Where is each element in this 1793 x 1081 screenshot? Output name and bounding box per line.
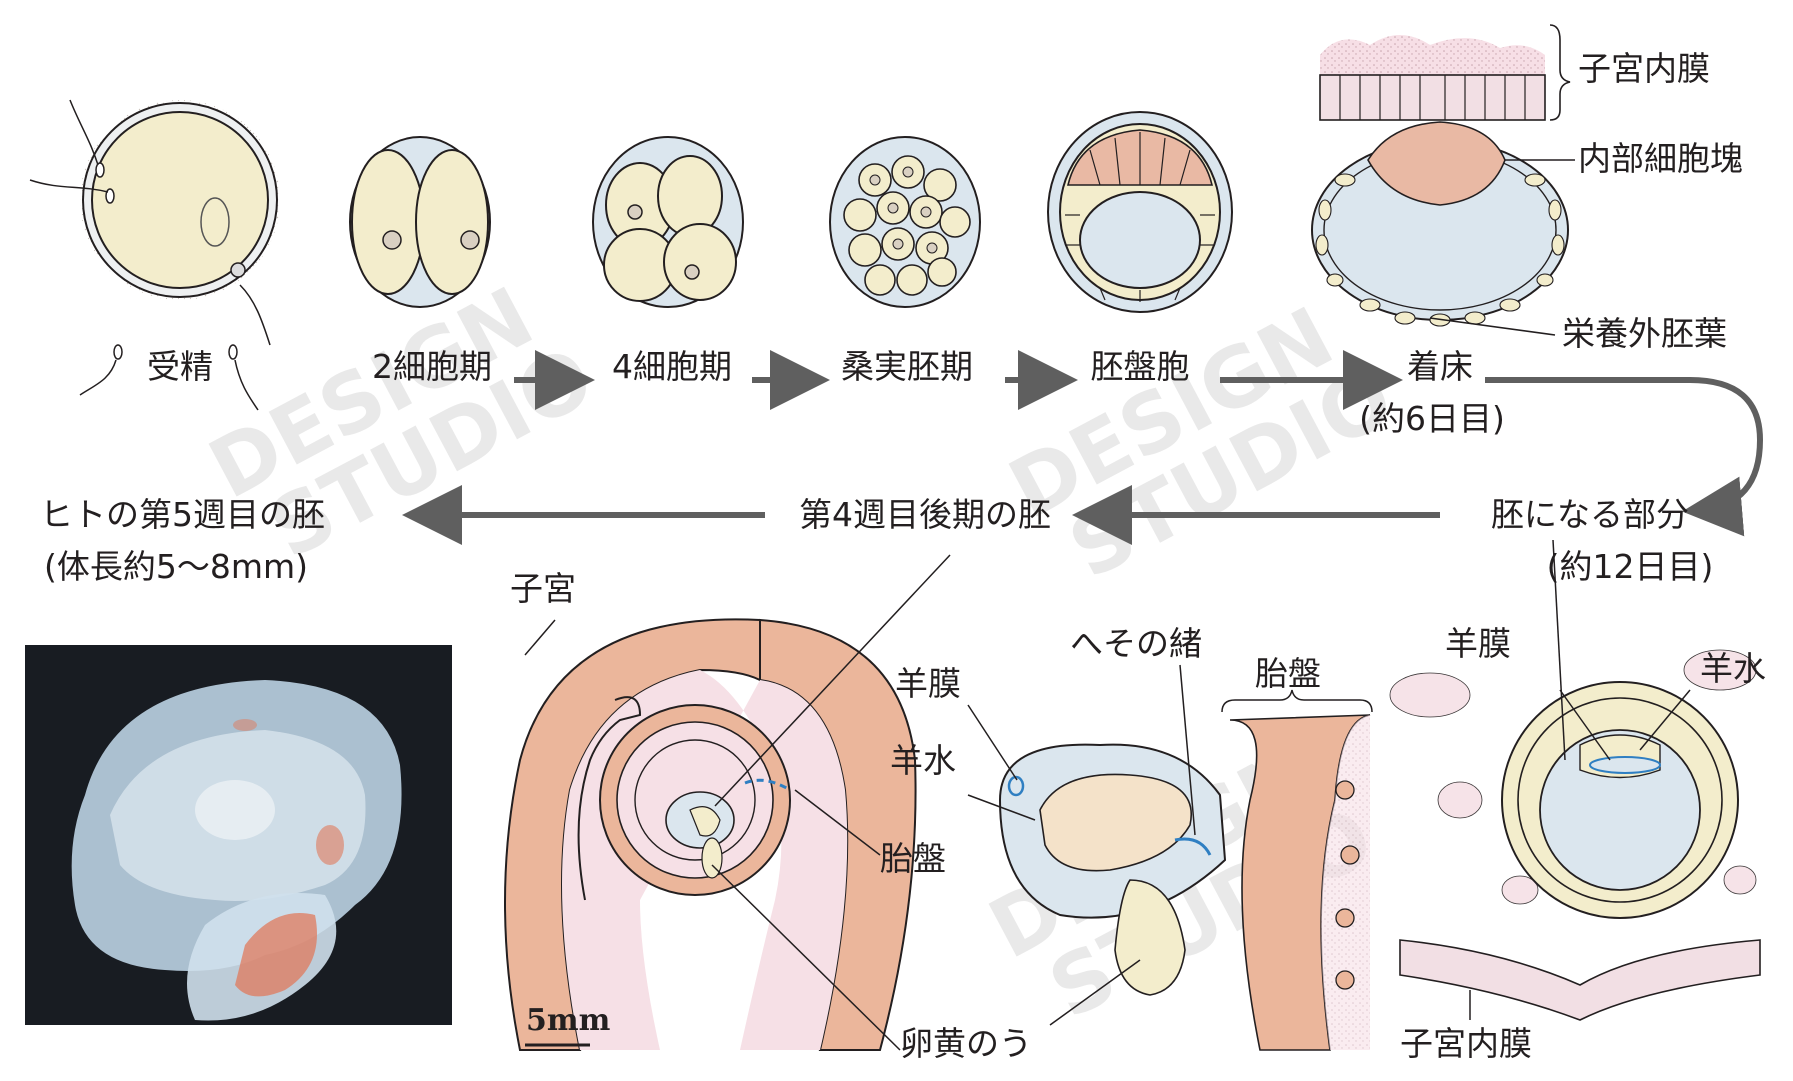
sublabel-embryo-part: (約12日目) — [1547, 547, 1714, 586]
label-week4-embryo: 第4週目後期の胚 — [799, 495, 1051, 534]
four-cell-embryo — [592, 136, 744, 308]
label-uterus: 子宮 — [510, 569, 576, 608]
label-week5-embryo: ヒトの第5週目の胚 — [40, 495, 325, 534]
label-amniotic-fluid-week4: 羊水 — [890, 741, 956, 780]
label-endometrium-top: 子宮内膜 — [1578, 49, 1710, 88]
label-umbilical-cord: へその緒 — [1070, 624, 1202, 663]
two-cell-embryo — [349, 136, 491, 308]
label-placenta: 胎盤 — [880, 839, 946, 878]
stage-label-fertilization: 受精 — [147, 347, 213, 386]
label-embryo-part: 胚になる部分 — [1491, 495, 1689, 534]
embryo-detail — [967, 664, 1373, 1051]
fertilized-egg — [29, 99, 280, 411]
scale-bar: 5mm — [525, 1003, 611, 1047]
scale-label: 5mm — [526, 1003, 611, 1038]
stage-sublabel-implantation: (約6日目) — [1359, 399, 1505, 438]
stage-arrows — [402, 350, 1764, 545]
stage-label-2cell: 2細胞期 — [372, 347, 492, 386]
stage-label-morula: 桑実胚期 — [841, 347, 973, 386]
uterus-cross-section — [504, 554, 951, 1051]
stage-label-implantation: 着床 — [1407, 347, 1473, 386]
day12-embryo-section — [1389, 539, 1761, 1021]
arrow — [1485, 377, 1764, 537]
label-endometrium-bottom: 子宮内膜 — [1400, 1024, 1532, 1063]
week5-embryo-photo — [25, 645, 452, 1025]
stage-label-4cell: 4細胞期 — [612, 347, 732, 386]
morula — [829, 136, 981, 308]
label-yolk-sac: 卵黄のう — [900, 1024, 1032, 1063]
label-trophectoderm: 栄養外胚葉 — [1562, 314, 1727, 353]
label-inner-cell-mass: 内部細胞塊 — [1578, 139, 1743, 178]
label-amnion-week4: 羊膜 — [895, 664, 961, 703]
stage-label-blastocyst: 胚盤胞 — [1091, 347, 1190, 386]
label-amniotic-fluid-day12: 羊水 — [1700, 649, 1766, 688]
blastocyst — [1047, 111, 1233, 313]
sublabel-week5-embryo: (体長約5〜8mm) — [44, 547, 308, 586]
label-placenta-top: 胎盤 — [1255, 654, 1321, 693]
label-amnion-day12: 羊膜 — [1445, 624, 1511, 663]
implantation-diagram — [1311, 24, 1575, 336]
